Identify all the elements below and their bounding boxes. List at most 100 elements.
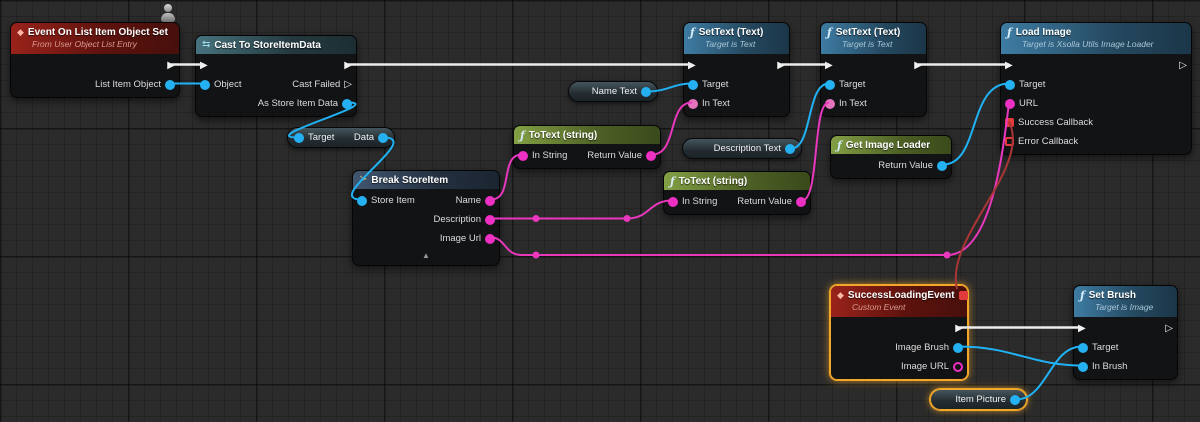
node-header[interactable]: ƒ SetText (Text) Target is Text: [684, 23, 789, 54]
return-value-pin[interactable]: [796, 196, 806, 207]
node-header[interactable]: ≻ Break StoreItem: [353, 171, 499, 189]
in-brush-pin[interactable]: [1078, 361, 1088, 372]
cast-failed-exec-pin[interactable]: ▷: [344, 78, 352, 90]
exec-in-pin[interactable]: ▶: [200, 59, 208, 71]
pin-row: Store Item Name: [353, 191, 499, 210]
node-get-item-picture[interactable]: Item Picture: [930, 389, 1027, 410]
in-string-pin[interactable]: [518, 150, 528, 161]
pin-label: Data: [353, 132, 374, 143]
in-string-pin[interactable]: [668, 196, 678, 207]
node-event-on-list-item-object-set[interactable]: ◆ Event On List Item Object Set From Use…: [10, 22, 180, 98]
node-header[interactable]: ◆ Event On List Item Object Set From Use…: [11, 23, 179, 54]
pin-label: Success Callback: [1018, 117, 1093, 128]
node-success-loading-event[interactable]: ◆ SuccessLoadingEvent Custom Event ▶ Ima…: [830, 285, 968, 380]
node-set-brush[interactable]: ƒ Set Brush Target is Image ▶ ▷ Target I…: [1073, 285, 1178, 380]
exec-in-pin[interactable]: ▶: [1005, 59, 1013, 71]
in-text-pin[interactable]: [688, 98, 698, 109]
node-header[interactable]: ƒ Set Brush Target is Image: [1074, 286, 1177, 317]
pin-row: Description: [353, 210, 499, 229]
node-totext-name[interactable]: ƒ ToText (string) In String Return Value: [513, 125, 661, 169]
node-header[interactable]: ƒ SetText (Text) Target is Text: [821, 23, 926, 54]
node-header[interactable]: ⇆ Cast To StoreItemData: [196, 36, 356, 54]
pin-label: Image URL: [900, 361, 949, 372]
reroute-dot[interactable]: [532, 215, 540, 222]
error-callback-pin[interactable]: [1005, 137, 1014, 146]
object-pin[interactable]: [200, 79, 210, 90]
node-get-image-loader[interactable]: ƒ Get Image Loader Return Value: [830, 135, 952, 179]
data-pin[interactable]: [378, 132, 388, 143]
reroute-dot[interactable]: [943, 251, 951, 259]
node-load-image[interactable]: ƒ Load Image Target is Xsolla Utils Imag…: [1000, 22, 1192, 155]
item-picture-out-pin[interactable]: [1010, 394, 1020, 405]
pin-row: List Item Object: [11, 75, 179, 94]
event-icon: ◆: [837, 289, 844, 300]
node-get-description-text[interactable]: Description Text: [682, 138, 802, 159]
node-header[interactable]: ◆ SuccessLoadingEvent Custom Event: [831, 286, 968, 317]
node-settext-name[interactable]: ƒ SetText (Text) Target is Text ▶ ▶ Targ…: [683, 22, 790, 117]
list-item-object-pin[interactable]: [165, 79, 175, 90]
target-pin[interactable]: [1005, 79, 1015, 90]
return-value-pin[interactable]: [646, 150, 656, 161]
exec-out-pin[interactable]: ▶: [777, 59, 785, 71]
store-item-pin[interactable]: [357, 195, 367, 206]
target-pin[interactable]: [688, 79, 698, 90]
image-url-pin[interactable]: [485, 233, 495, 244]
success-callback-pin[interactable]: [1005, 118, 1014, 127]
node-break-storeitem[interactable]: ≻ Break StoreItem Store Item Name Descri…: [352, 170, 500, 266]
node-get-data-compact[interactable]: Target Data: [287, 127, 395, 148]
exec-in-pin[interactable]: ▶: [825, 59, 833, 71]
collapse-arrow[interactable]: ▲: [422, 250, 430, 260]
function-icon: ƒ: [520, 128, 525, 142]
node-header[interactable]: ƒ Get Image Loader: [831, 136, 951, 154]
name-text-out-pin[interactable]: [641, 86, 651, 97]
delegate-out-pin[interactable]: [958, 290, 968, 300]
target-pin[interactable]: [294, 132, 304, 143]
pin-label: Return Value: [878, 160, 933, 171]
pin-label: Description: [433, 214, 481, 225]
reroute-dot[interactable]: [623, 215, 631, 222]
node-settext-description[interactable]: ƒ SetText (Text) Target is Text ▶ ▶ Targ…: [820, 22, 927, 117]
node-header[interactable]: ƒ Load Image Target is Xsolla Utils Imag…: [1001, 23, 1191, 54]
exec-out-pin[interactable]: ▶: [167, 59, 175, 71]
pin-label: Image Url: [439, 233, 481, 244]
exec-out-pin[interactable]: ▶: [344, 59, 352, 71]
pin-row: ▶ ▶: [684, 56, 789, 75]
in-text-pin[interactable]: [825, 98, 835, 109]
pin-row: ▶: [11, 56, 179, 75]
wire-description-to-totext[interactable]: [491, 199, 673, 220]
node-subtitle: Custom Event: [852, 302, 906, 312]
wire-image-brush-to-in-brush[interactable]: [958, 345, 1083, 367]
exec-out-pin[interactable]: ▷: [1179, 59, 1187, 71]
description-pin[interactable]: [485, 214, 495, 225]
exec-out-pin[interactable]: ▶: [914, 59, 922, 71]
cast-icon: ⇆: [202, 39, 211, 50]
node-header[interactable]: ƒ ToText (string): [514, 126, 660, 144]
url-pin[interactable]: [1005, 98, 1015, 109]
pin-row: ▶: [831, 319, 967, 338]
function-icon: ƒ: [837, 138, 842, 152]
name-pin[interactable]: [485, 195, 495, 206]
node-totext-description[interactable]: ƒ ToText (string) In String Return Value: [663, 171, 811, 215]
exec-out-pin[interactable]: ▶: [955, 322, 963, 334]
node-get-name-text[interactable]: Name Text: [568, 81, 658, 102]
return-value-pin[interactable]: [937, 160, 947, 171]
description-text-out-pin[interactable]: [785, 143, 795, 154]
target-pin[interactable]: [825, 79, 835, 90]
exec-out-pin[interactable]: ▷: [1165, 322, 1173, 334]
event-icon: ◆: [17, 26, 24, 37]
node-cast-to-storeitemdata[interactable]: ⇆ Cast To StoreItemData ▶ ▶ Object Cast …: [195, 35, 357, 117]
as-store-item-data-pin[interactable]: [342, 98, 352, 109]
node-title: SuccessLoadingEvent: [847, 289, 955, 301]
pin-row: Target: [684, 75, 789, 94]
reroute-dot[interactable]: [532, 251, 540, 259]
pin-label: Target: [702, 79, 729, 90]
exec-in-pin[interactable]: ▶: [1078, 322, 1086, 334]
image-brush-pin[interactable]: [953, 342, 963, 353]
node-title: Event On List Item Object Set: [27, 26, 168, 38]
exec-in-pin[interactable]: ▶: [688, 59, 696, 71]
variable-label: Name Text: [591, 86, 637, 97]
node-header[interactable]: ƒ ToText (string): [664, 172, 810, 190]
target-pin[interactable]: [1078, 342, 1088, 353]
image-url-pin[interactable]: [953, 361, 963, 372]
